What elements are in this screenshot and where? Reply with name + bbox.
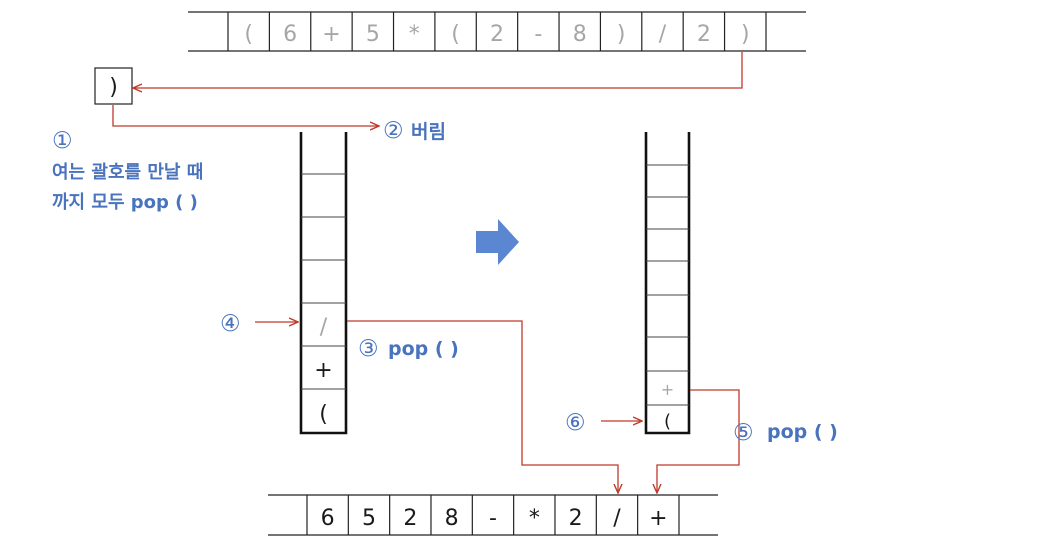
input-cell: 6 <box>283 22 297 47</box>
current-token: ) <box>109 75 118 100</box>
input-cell: ) <box>741 22 750 47</box>
stack-after: ( + <box>644 132 691 435</box>
output-cell: 8 <box>445 506 459 531</box>
step2-marker: ② <box>383 118 404 144</box>
output-cell: + <box>649 506 667 531</box>
input-cell: ( <box>244 22 253 47</box>
step5-marker: ⑤ <box>733 420 754 446</box>
input-expression-row: (6 +5 * (2 - 8) / 2) <box>188 11 806 52</box>
output-cell: - <box>489 506 497 531</box>
stack-before-cell-0: ( <box>319 402 328 427</box>
step6-marker: ⑥ <box>565 410 586 436</box>
input-cell: 8 <box>573 22 587 47</box>
arrow-token-to-box <box>134 52 743 88</box>
input-cell: - <box>534 22 542 47</box>
step3-marker: ③ <box>358 336 379 362</box>
input-cell: ) <box>617 22 626 47</box>
output-cell: 6 <box>321 506 335 531</box>
step1-line1: 여는 괄호를 만날 때 <box>52 162 203 183</box>
stack-after-cell-0: ( <box>664 411 671 432</box>
output-sequence-row: 6 5 2 8 - * 2 / + <box>268 494 718 536</box>
input-cell: + <box>322 22 340 47</box>
arrow-box-to-discard <box>112 105 378 126</box>
stack-before-cell-2: / <box>320 315 328 340</box>
input-cell: ( <box>451 22 460 47</box>
input-cell: 2 <box>490 22 504 47</box>
output-cell: 2 <box>569 506 583 531</box>
output-cell: / <box>613 506 621 531</box>
step5-label: pop ( ) <box>767 421 838 443</box>
input-cell: / <box>659 22 667 47</box>
input-cell: * <box>409 22 420 47</box>
step1-line2: 까지 모두 pop ( ) <box>52 192 198 213</box>
step2-label: 버림 <box>411 121 446 143</box>
arrow-pop-slash <box>347 320 618 492</box>
step1-marker: ① <box>52 128 73 154</box>
output-cell: * <box>529 506 540 531</box>
output-cell: 2 <box>403 506 417 531</box>
stack-before-cell-1: + <box>314 358 332 383</box>
transition-arrow-icon <box>476 219 519 265</box>
step4-marker: ④ <box>220 311 241 337</box>
arrow-pop-plus <box>657 389 740 492</box>
input-cell: 5 <box>366 22 380 47</box>
input-cell: 2 <box>697 22 711 47</box>
current-token-box: ) <box>94 67 133 105</box>
step3-label: pop ( ) <box>388 338 459 360</box>
stack-after-cell-1: + <box>661 380 674 399</box>
output-cell: 5 <box>362 506 376 531</box>
stack-before: ( + / <box>299 132 348 435</box>
